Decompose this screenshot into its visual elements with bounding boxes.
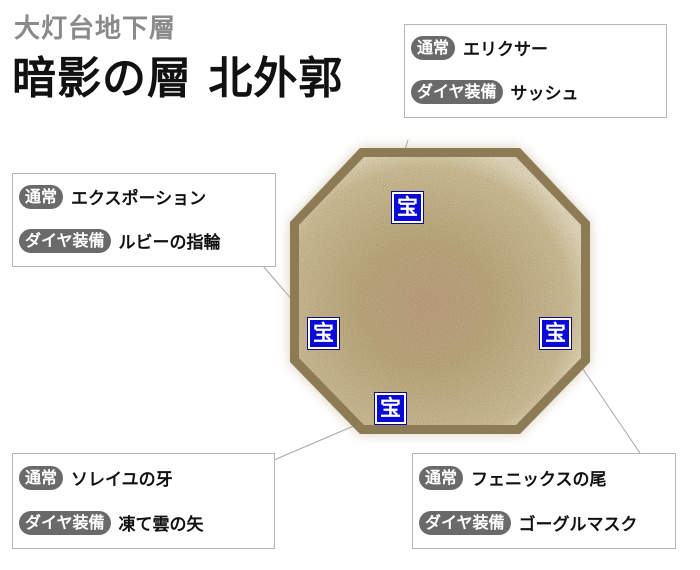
- loot-row-diamond: ダイヤ装備 凍て雲の矢: [19, 510, 204, 535]
- normal-badge: 通常: [419, 465, 464, 490]
- loot-box-left: 通常 エクスポーション ダイヤ装備 ルビーの指輪: [12, 173, 276, 267]
- treasure-chest-bottom[interactable]: 宝: [374, 392, 407, 425]
- connector-line-bottom-right: [571, 352, 641, 454]
- normal-badge: 通常: [19, 465, 64, 490]
- treasure-chest-right[interactable]: 宝: [539, 317, 572, 350]
- loot-row-normal: 通常 フェニックスの尾: [419, 465, 607, 490]
- normal-item: フェニックスの尾: [471, 470, 607, 490]
- loot-row-diamond: ダイヤ装備 ルビーの指輪: [19, 228, 221, 253]
- loot-box-bottom-left: 通常 ソレイユの牙 ダイヤ装備 凍て雲の矢: [12, 453, 275, 549]
- connector-line-bottom-left: [273, 421, 364, 461]
- loot-row-diamond: ダイヤ装備 サッシュ: [411, 79, 579, 104]
- diamond-item: ルビーの指輪: [118, 233, 221, 253]
- diamond-item: ゴーグルマスク: [518, 515, 638, 535]
- normal-badge: 通常: [19, 184, 64, 209]
- diamond-item: 凍て雲の矢: [118, 515, 204, 535]
- normal-item: エリクサー: [463, 40, 549, 60]
- diamond-badge: ダイヤ装備: [411, 79, 503, 104]
- area-subtitle: 大灯台地下層: [14, 14, 177, 44]
- loot-row-normal: 通常 エクスポーション: [19, 184, 206, 209]
- diamond-item: サッシュ: [510, 84, 579, 104]
- treasure-chest-top[interactable]: 宝: [391, 191, 424, 224]
- loot-box-bottom-right: 通常 フェニックスの尾 ダイヤ装備 ゴーグルマスク: [412, 453, 676, 549]
- page-title: 暗影の層 北外郭: [12, 53, 344, 104]
- loot-row-diamond: ダイヤ装備 ゴーグルマスク: [419, 510, 638, 535]
- treasure-chest-left[interactable]: 宝: [307, 317, 340, 350]
- diamond-badge: ダイヤ装備: [19, 510, 111, 535]
- diamond-badge: ダイヤ装備: [19, 228, 111, 253]
- diamond-badge: ダイヤ装備: [419, 510, 511, 535]
- normal-item: ソレイユの牙: [71, 470, 173, 490]
- loot-box-top: 通常 エリクサー ダイヤ装備 サッシュ: [404, 24, 667, 118]
- normal-item: エクスポーション: [71, 189, 207, 209]
- normal-badge: 通常: [411, 35, 456, 60]
- loot-row-normal: 通常 ソレイユの牙: [19, 465, 173, 490]
- loot-row-normal: 通常 エリクサー: [411, 35, 548, 60]
- floor-area: [299, 157, 581, 425]
